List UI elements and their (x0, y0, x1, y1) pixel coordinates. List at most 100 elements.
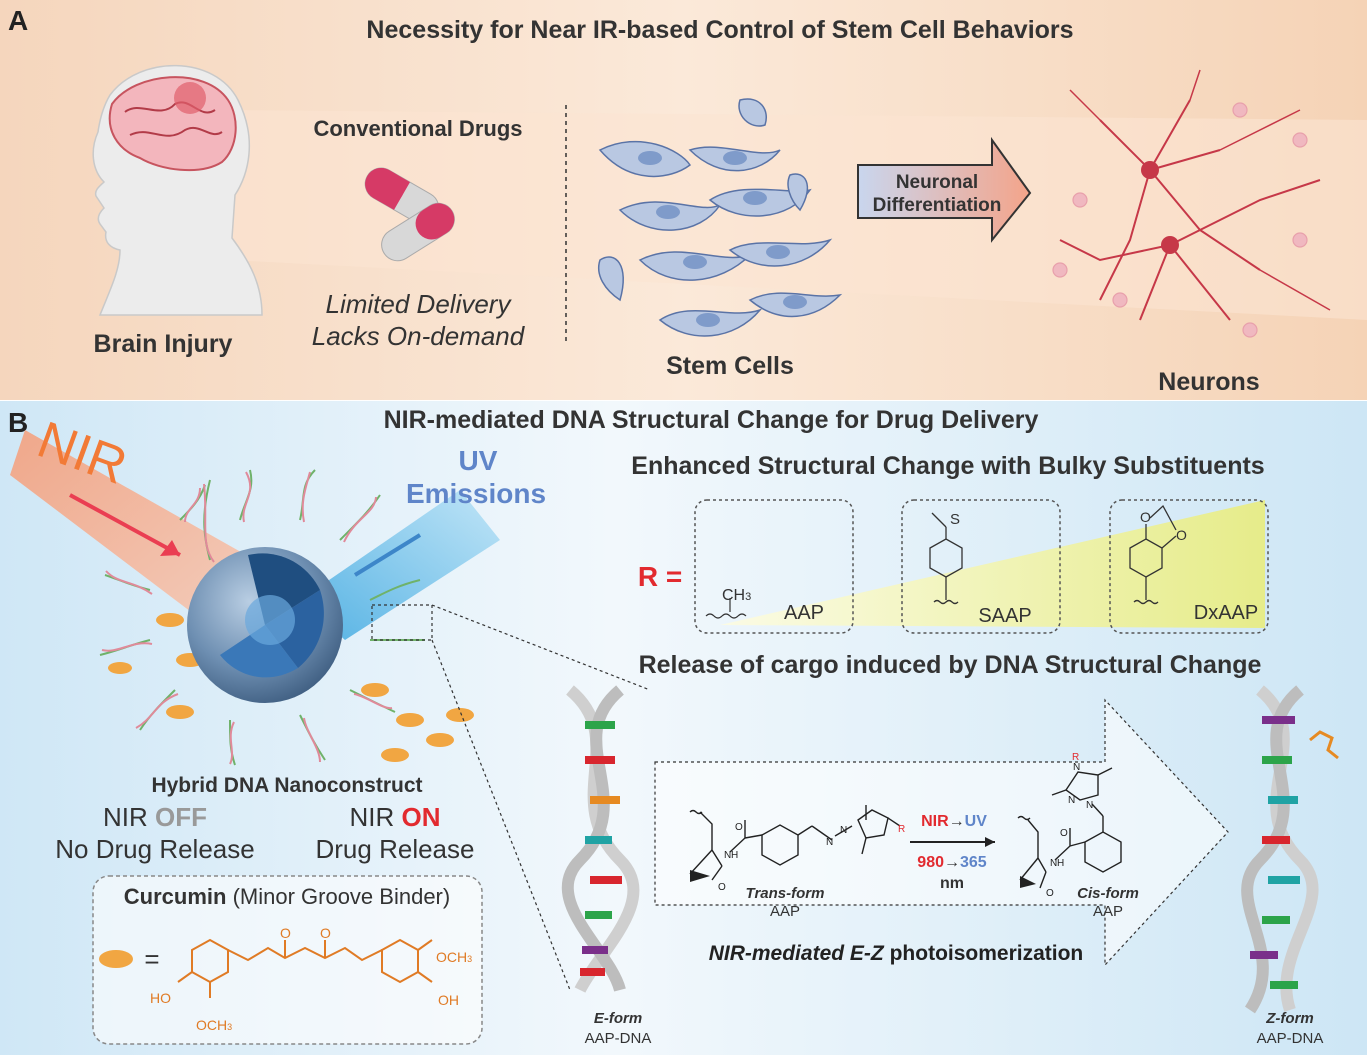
stem-cells-label: Stem Cells (666, 352, 794, 380)
capsule-icon (364, 167, 440, 225)
zoom-line-bottom (431, 639, 571, 991)
panel-a-title: Necessity for Near IR-based Control of S… (366, 16, 1073, 44)
uv-label-line-2: Emissions (406, 478, 546, 509)
wavy-bond-icon (705, 613, 747, 619)
r-label: R = (638, 561, 682, 592)
differentiation-line-2: Differentiation (873, 195, 1002, 216)
neurons-illustration (1059, 69, 1331, 321)
curcumin-title: Curcumin (Minor Groove Binder) (124, 884, 450, 909)
brain-injury-label: Brain Injury (94, 330, 233, 358)
nir-beam-arrowhead (160, 540, 180, 556)
cis-wedge (1020, 876, 1036, 888)
nanoconstruct-label: Hybrid DNA Nanoconstruct (151, 774, 422, 797)
nir-on-label: NIR ON (349, 802, 440, 832)
svg-text:R: R (1072, 752, 1079, 763)
z-form-dna (1241, 685, 1339, 1014)
nir-to-uv: NIR→UV (921, 813, 987, 830)
trans-atoms: O N H N N R O (718, 822, 905, 893)
cis-form-label: Cis-form (1077, 885, 1139, 902)
svg-text:N: N (840, 825, 847, 836)
cis-atoms: O N H N N N R O (1046, 752, 1093, 899)
substituent-box-aap (694, 499, 854, 634)
drug-release-label: Drug Release (316, 834, 475, 864)
substituent-title: Enhanced Structural Change with Bulky Su… (631, 452, 1264, 480)
svg-text:OCH3: OCH3 (436, 949, 472, 965)
svg-text:OH: OH (438, 992, 459, 1008)
dna-strands-pink (101, 471, 393, 765)
svg-text:O: O (320, 925, 331, 941)
svg-text:N: N (826, 837, 833, 848)
curcumin-structure (177, 938, 433, 998)
zoom-box (371, 604, 433, 641)
dxaap-structure (1129, 504, 1177, 605)
differentiation-line-1: Neuronal (896, 172, 978, 193)
svg-text:O: O (1060, 828, 1068, 839)
panel-b-title: NIR-mediated DNA Structural Change for D… (384, 406, 1039, 434)
nanoparticle-core-face (220, 625, 298, 678)
curcumin-symbol (99, 950, 133, 968)
svg-text:O: O (280, 925, 291, 941)
svg-text:HO: HO (150, 990, 171, 1006)
dxaap-label: DxAAP (1194, 602, 1258, 624)
svg-text:H: H (731, 850, 738, 861)
svg-text:N: N (724, 850, 731, 861)
capsule-icon (381, 202, 455, 262)
head-illustration (92, 64, 263, 316)
trans-form-sublabel: AAP (770, 903, 800, 920)
no-drug-release-label: No Drug Release (55, 834, 254, 864)
nanoparticle-core (245, 595, 295, 645)
bulkiness-wedge (720, 500, 1265, 628)
panel-b-letter: B (8, 407, 28, 438)
stem-cell-nuclei (638, 151, 807, 327)
trans-form-label: Trans-form (746, 885, 825, 902)
e-form-dna (561, 685, 640, 993)
panel-a-letter: A (8, 5, 28, 36)
z-form-sublabel: AAP-DNA (1257, 1030, 1324, 1047)
nir-beam-arrow (69, 493, 181, 557)
dxaap-oxygen: O (1140, 509, 1151, 525)
curcumin-box (92, 875, 483, 1045)
curcumin-atoms: O O HO OCH3 OCH3 OH (150, 925, 472, 1033)
cis-form-sublabel: AAP (1093, 903, 1123, 920)
svg-text:O: O (735, 822, 743, 833)
limited-delivery-note: Limited Delivery (326, 289, 513, 319)
release-title: Release of cargo induced by DNA Structur… (639, 651, 1262, 679)
dxaap-oxygen: O (1176, 527, 1187, 543)
svg-text:O: O (718, 882, 726, 893)
e-form-sublabel: AAP-DNA (585, 1030, 652, 1047)
injury-spot-icon (174, 82, 206, 114)
delivery-light-band (230, 110, 1367, 320)
substituent-box-dxaap (1109, 499, 1269, 634)
substituent-box-saap (901, 499, 1061, 634)
trans-wedge (690, 870, 710, 882)
uv-label-line-1: UV (459, 445, 498, 476)
svg-text:R: R (898, 824, 905, 835)
saap-sulfur: S (950, 511, 960, 528)
reaction-arrowhead (985, 837, 995, 847)
nir-off-label: NIR OFF (103, 802, 207, 832)
neuron-somas (1141, 161, 1179, 254)
svg-text:H: H (1057, 858, 1064, 869)
saap-label: SAAP (978, 605, 1031, 627)
differentiation-arrow (857, 136, 1032, 243)
zoom-line-top (431, 604, 651, 691)
wavelength-unit: nm (940, 875, 964, 892)
lacks-on-demand-note: Lacks On-demand (312, 321, 526, 351)
uv-beam (300, 490, 500, 640)
nanoparticle-core-face (265, 590, 324, 668)
neurons-label: Neurons (1158, 368, 1259, 396)
z-form-label: Z-form (1265, 1010, 1314, 1027)
saap-structure (929, 512, 963, 605)
svg-text:OCH3: OCH3 (196, 1017, 232, 1033)
conventional-drugs-label: Conventional Drugs (313, 116, 522, 141)
e-form-label: E-form (594, 1010, 642, 1027)
transition-arrow (654, 698, 1229, 967)
trans-structure (689, 805, 901, 881)
svg-text:N: N (1086, 800, 1093, 811)
curcumin-equals: = (144, 944, 159, 974)
svg-text:O: O (1046, 888, 1054, 899)
uv-beam-arrow (353, 533, 422, 577)
aap-label: AAP (784, 602, 824, 624)
cis-structure (1017, 767, 1122, 889)
